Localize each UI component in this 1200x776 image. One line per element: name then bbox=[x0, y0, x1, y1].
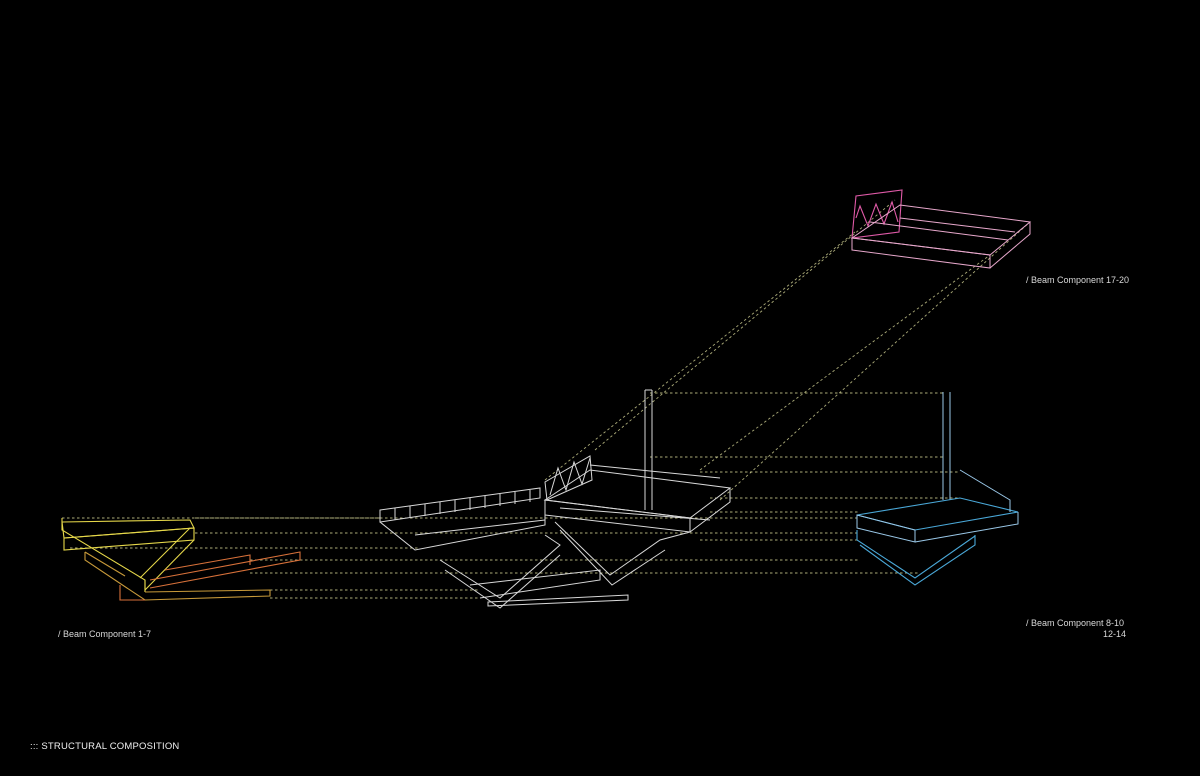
page-title: ::: STRUCTURAL COMPOSITION bbox=[30, 741, 180, 752]
beam-group-17-20 bbox=[850, 189, 1032, 269]
label-beam-component-1-7: / Beam Component 1-7 bbox=[58, 629, 152, 639]
beam-group-8-10-12-14 bbox=[856, 392, 1019, 586]
beam-group-center bbox=[379, 389, 732, 609]
label-beam-component-8-10: / Beam Component 8-10 bbox=[1026, 618, 1125, 628]
guide-lines bbox=[62, 199, 1031, 599]
label-beam-component-12-14: 12-14 bbox=[1103, 629, 1127, 639]
beam-group-1-7 bbox=[61, 518, 301, 601]
label-beam-component-17-20: / Beam Component 17-20 bbox=[1026, 275, 1130, 285]
